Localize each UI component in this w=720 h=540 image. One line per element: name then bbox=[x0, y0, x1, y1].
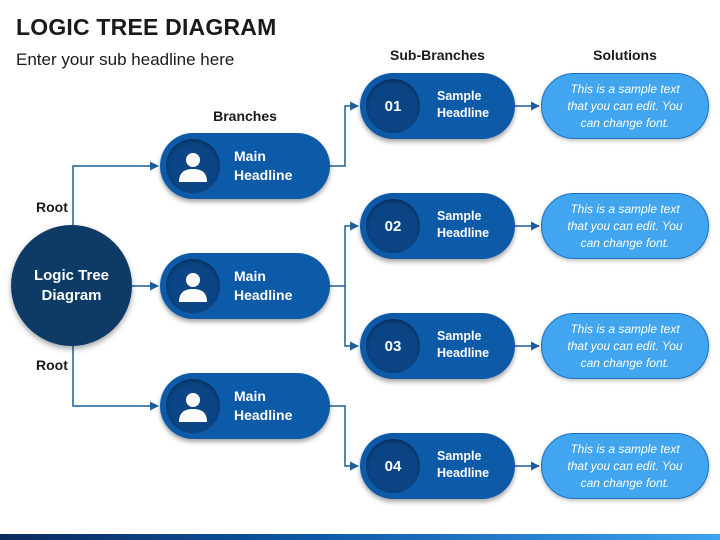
root-label-top: Root bbox=[36, 199, 68, 215]
branch-headline: Main Headline bbox=[234, 148, 293, 183]
branch-node-2: Main Headline bbox=[160, 253, 330, 319]
connector-branch2-sub2 bbox=[330, 221, 359, 287]
connector-root-branch-1 bbox=[72, 161, 159, 225]
root-node-text: Logic Tree Diagram bbox=[33, 266, 110, 304]
sub-branch-headline: Sample Headline bbox=[437, 449, 490, 480]
branch-node-3: Main Headline bbox=[160, 373, 330, 439]
column-header-solutions: Solutions bbox=[593, 47, 657, 63]
column-header-branches: Branches bbox=[213, 108, 277, 124]
connector-root-branch-3 bbox=[72, 346, 159, 411]
sub-branch-number: 01 bbox=[366, 79, 420, 133]
sub-branch-headline: Sample Headline bbox=[437, 329, 490, 360]
sub-branch-number: 02 bbox=[366, 199, 420, 253]
sub-branch-node-3: 03 Sample Headline bbox=[360, 313, 515, 379]
solution-node-2: This is a sample text that you can edit.… bbox=[541, 193, 709, 259]
solution-text: This is a sample text that you can edit.… bbox=[567, 201, 683, 250]
page-subtitle: Enter your sub headline here bbox=[16, 50, 235, 69]
branch-headline: Main Headline bbox=[234, 388, 293, 423]
root-label-bottom: Root bbox=[36, 357, 68, 373]
page-title: LOGIC TREE DIAGRAM bbox=[16, 14, 277, 40]
branch-headline: Main Headline bbox=[234, 268, 293, 303]
connector-branch2-sub3 bbox=[344, 286, 359, 351]
sub-branch-node-1: 01 Sample Headline bbox=[360, 73, 515, 139]
sub-branch-number: 04 bbox=[366, 439, 420, 493]
connector-branch3-sub4 bbox=[330, 405, 359, 471]
column-header-sub-branches: Sub-Branches bbox=[390, 47, 485, 63]
person-icon bbox=[166, 379, 220, 433]
connector-branch1-sub1 bbox=[330, 101, 359, 167]
sub-branch-node-2: 02 Sample Headline bbox=[360, 193, 515, 259]
sub-branch-headline: Sample Headline bbox=[437, 89, 490, 120]
solution-text: This is a sample text that you can edit.… bbox=[567, 81, 683, 130]
branch-node-1: Main Headline bbox=[160, 133, 330, 199]
solution-node-1: This is a sample text that you can edit.… bbox=[541, 73, 709, 139]
solution-text: This is a sample text that you can edit.… bbox=[567, 441, 683, 490]
sub-branch-number: 03 bbox=[366, 319, 420, 373]
solution-node-3: This is a sample text that you can edit.… bbox=[541, 313, 709, 379]
root-node: Logic Tree Diagram bbox=[11, 225, 132, 346]
solution-text: This is a sample text that you can edit.… bbox=[567, 321, 683, 370]
sub-branch-node-4: 04 Sample Headline bbox=[360, 433, 515, 499]
person-icon bbox=[166, 139, 220, 193]
person-icon bbox=[166, 259, 220, 313]
sub-branch-headline: Sample Headline bbox=[437, 209, 490, 240]
solution-node-4: This is a sample text that you can edit.… bbox=[541, 433, 709, 499]
bottom-accent-bar bbox=[0, 534, 720, 540]
